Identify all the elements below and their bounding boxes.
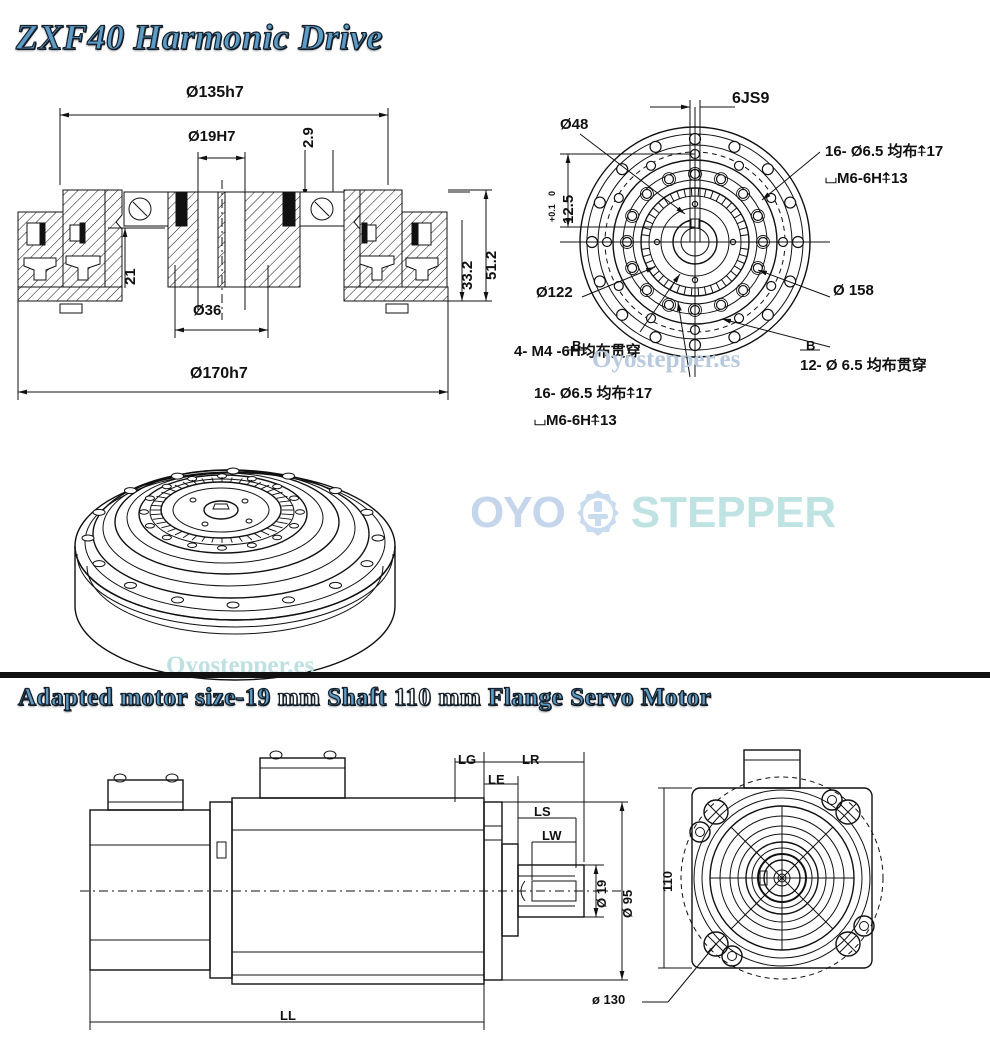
title-word: Adapted bbox=[17, 683, 114, 711]
title-word: mm bbox=[277, 683, 321, 711]
servo-motor-side-view: LG LR LE LS LW Ø 19 Ø 95 LL bbox=[80, 740, 640, 1040]
dim-label-od-158: Ø 158 bbox=[833, 282, 874, 299]
dim-label-total-length: LL bbox=[280, 1008, 296, 1023]
dim-label-key-width: 6JS9 bbox=[732, 90, 770, 107]
dim-label-height-33: 33.2 bbox=[459, 260, 476, 290]
dim-label-step: 2.9 bbox=[300, 127, 317, 148]
dim-label-depth-21: 21 bbox=[122, 268, 139, 285]
dim-label-bore-48: Ø48 bbox=[560, 116, 589, 133]
dim-label-ls: LS bbox=[534, 804, 551, 819]
dim-label-lw: LW bbox=[542, 828, 562, 843]
title-word: Harmonic bbox=[133, 16, 290, 57]
title-word: Flange bbox=[487, 683, 564, 711]
motor-side-svg bbox=[80, 750, 628, 1030]
callout-holes-4-m4: 4- M4 -6H均布贯穿 bbox=[514, 343, 641, 360]
isometric-svg bbox=[74, 467, 396, 681]
title-word: Servo bbox=[570, 683, 634, 711]
dim-label-lg: LG bbox=[458, 752, 477, 767]
callout-holes-16-bottom-line2: ⌴M6-6H⍏13 bbox=[534, 412, 617, 429]
watermark-oyostepper-logo: OYO STEPPER bbox=[470, 487, 836, 539]
key-depth-value: 12.5 bbox=[560, 194, 577, 224]
watermark-logo-stepper: STEPPER bbox=[630, 488, 837, 537]
callout-holes-12: 12- Ø 6.5 均布贯穿 bbox=[800, 357, 927, 374]
dim-label-height-51: 51.2 bbox=[483, 250, 500, 280]
section-mark-b-left: B bbox=[572, 338, 582, 353]
title-word: Drive bbox=[298, 16, 383, 57]
title-word: motor bbox=[120, 683, 188, 711]
title-word: 110 bbox=[393, 683, 432, 711]
key-depth-tol-upper: +0.1 bbox=[547, 204, 557, 222]
dim-label-flange-dia: Ø 95 bbox=[620, 889, 635, 918]
section-divider bbox=[0, 672, 990, 678]
callout-holes-16-bottom-line1: 16- Ø6.5 均布⍏17 bbox=[534, 385, 653, 402]
title-word: Shaft bbox=[327, 683, 387, 711]
title-word: Motor bbox=[640, 683, 712, 711]
title-word: ZXF40 bbox=[15, 16, 125, 57]
title-word: mm bbox=[438, 683, 482, 711]
dim-label-od-flange: Ø170h7 bbox=[190, 365, 248, 382]
dim-label-le: LE bbox=[488, 772, 505, 787]
harmonic-drive-isometric bbox=[70, 430, 470, 681]
callout-holes-16-top-line1: 16- Ø6.5 均布⍏17 bbox=[825, 143, 944, 160]
servo-motor-front-view: 110 ø 130 bbox=[592, 740, 990, 1040]
dim-label-bore: Ø19H7 bbox=[188, 128, 236, 145]
gear-icon bbox=[576, 490, 619, 536]
section-mark-b-right: B bbox=[806, 338, 816, 353]
harmonic-drive-cross-section: Ø135h7 Ø19H7 2.9 21 Ø36 33.2 51.2 Ø170h7 bbox=[0, 80, 510, 420]
dim-label-pilot-circle: ø 130 bbox=[592, 992, 626, 1007]
watermark-logo-oyo: OYO bbox=[470, 488, 566, 537]
cross-section-svg bbox=[17, 108, 492, 400]
face-view-svg bbox=[560, 100, 831, 378]
dim-label-shaft-dia: Ø 19 bbox=[594, 879, 609, 908]
callout-holes-16-top-line2: ⌴M6-6H⍏13 bbox=[825, 170, 908, 187]
dim-label-pcd-122: Ø122 bbox=[536, 284, 573, 301]
motor-front-svg bbox=[642, 749, 884, 1003]
title-word: size-19 bbox=[194, 683, 271, 711]
dim-label-lr: LR bbox=[522, 752, 540, 767]
dim-label-flange-square: 110 bbox=[660, 871, 675, 892]
harmonic-drive-face-view: 6JS9 12.5 +0.1 0 Ø48 Ø122 Ø 158 16- Ø6.5… bbox=[500, 82, 990, 442]
dim-label-bore-36: Ø36 bbox=[193, 302, 222, 319]
key-depth-tol-lower: 0 bbox=[547, 190, 557, 196]
dim-label-od-outer: Ø135h7 bbox=[186, 84, 244, 101]
